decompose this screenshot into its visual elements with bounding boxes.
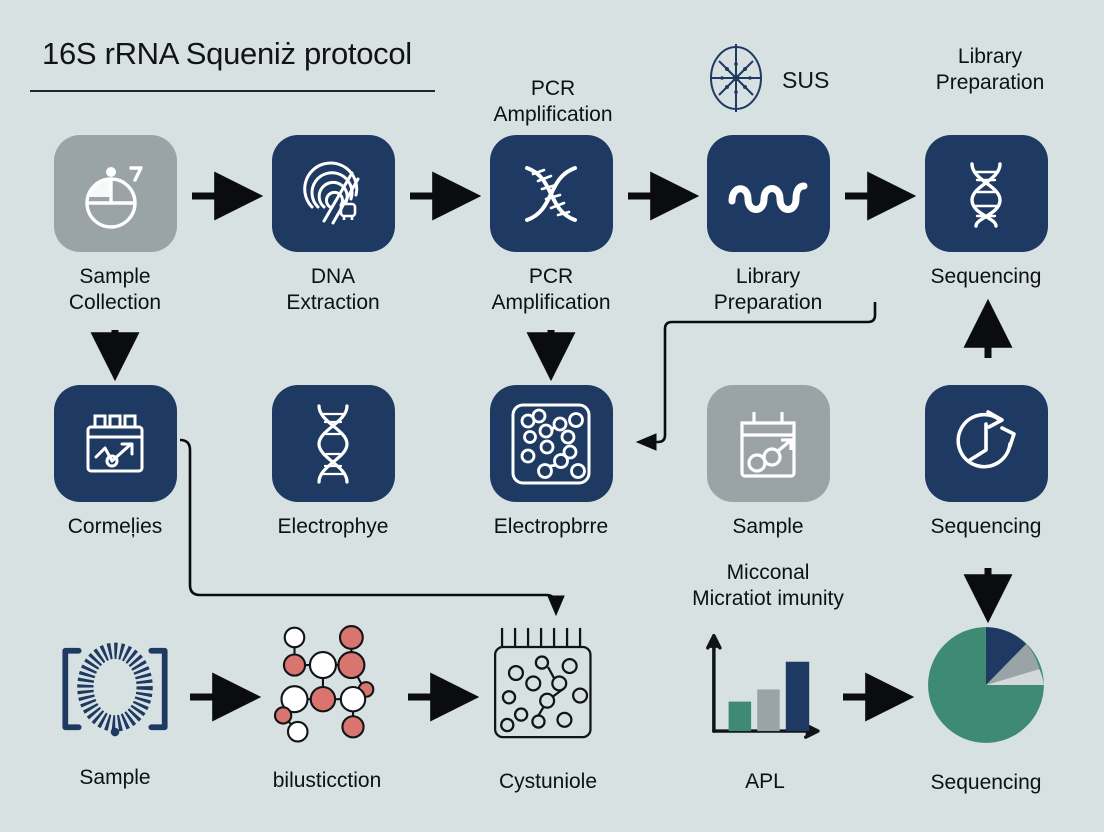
beaker-trend-icon [86, 414, 144, 472]
node-caption: Sample [79, 766, 151, 789]
clock-cycle-icon [956, 409, 1016, 468]
node-dna-extraction[interactable]: DNA Extraction [268, 135, 398, 316]
node-apl[interactable]: APL [700, 615, 830, 795]
dna-extraction-tile[interactable] [271, 135, 395, 252]
gel-chip-dots-icon [494, 627, 592, 739]
top-label-pcr-amplification: PCR Amplification [493, 77, 613, 126]
sample-2-tile[interactable] [706, 385, 830, 502]
node-caption: Cormeļies [67, 515, 163, 538]
pcr-amplification-tile[interactable] [489, 135, 613, 252]
gel-dots-network-icon [511, 403, 591, 484]
electropbrre-tile[interactable] [489, 385, 613, 502]
electrophye-tile[interactable] [271, 385, 395, 502]
node-sequencing-3[interactable]: Sequencing [921, 612, 1051, 796]
top-label-library-preparation: Library Preparation [935, 45, 1045, 94]
node-caption: Sequencing [930, 265, 1042, 288]
node-library-preparation[interactable]: Library Preparation [703, 135, 833, 316]
sequencing-2-tile[interactable] [924, 385, 1048, 502]
compass-burst-icon [700, 42, 772, 119]
node-caption: APL [745, 770, 785, 793]
node-electrophye[interactable]: Electrophye [268, 385, 398, 540]
bar-chart-icon [706, 634, 820, 739]
node-cystuniole[interactable]: Cystuniole [483, 615, 613, 795]
node-sample-collection[interactable]: Sample Collection [50, 135, 180, 316]
node-caption: Library Preparation [713, 265, 823, 314]
sus-label: SUS [782, 67, 830, 93]
fingerprint-dna-icon [303, 160, 360, 224]
sus-badge: SUS [700, 42, 829, 119]
node-electropbrre[interactable]: Electropbrre [486, 385, 616, 540]
plasmid-brackets-icon [62, 642, 168, 737]
sample-collection-tile[interactable] [53, 135, 177, 252]
node-caption: PCR Amplification [491, 265, 611, 314]
title-divider [30, 90, 435, 92]
beaker-molecule-icon [740, 411, 796, 478]
cormejies-tile[interactable] [53, 385, 177, 502]
sequencing-1-tile[interactable] [924, 135, 1048, 252]
node-caption: Electrophye [277, 515, 389, 538]
node-sequencing-1[interactable]: Sequencing [921, 135, 1051, 290]
pie-chart-sample-icon [85, 165, 143, 229]
page-title: 16S rRNA Squeniż protocol [42, 36, 412, 71]
node-caption: Sample Collection [68, 265, 162, 314]
node-caption: Cystuniole [498, 770, 598, 793]
molecule-lattice-icon [273, 625, 375, 743]
node-caption: bilusticction [272, 769, 382, 792]
node-pcr-amplification[interactable]: PCR Amplification [486, 135, 616, 316]
node-caption: Sequencing [930, 515, 1042, 538]
node-caption: Sequencing [930, 771, 1042, 794]
library-preparation-tile[interactable] [706, 135, 830, 252]
dna-helix-icon [525, 165, 577, 222]
dna-helix-icon [970, 161, 1002, 228]
node-cormejies[interactable]: Cormeļies [50, 385, 180, 540]
row3-header-label: Micconal Micratiot imunity [692, 561, 844, 610]
node-caption: Electropbrre [493, 515, 609, 538]
node-sample-2[interactable]: Sample [703, 385, 833, 540]
node-caption: DNA Extraction [286, 265, 380, 314]
node-sequencing-2[interactable]: Sequencing [921, 385, 1051, 540]
wave-squiggle-icon [728, 182, 808, 213]
node-sample-3[interactable]: Sample [50, 625, 180, 791]
node-bilusticction[interactable]: bilusticction [262, 618, 392, 794]
node-caption: Sample [732, 515, 804, 538]
pie-chart-icon [928, 627, 1044, 743]
dna-helix-icon [317, 403, 349, 484]
